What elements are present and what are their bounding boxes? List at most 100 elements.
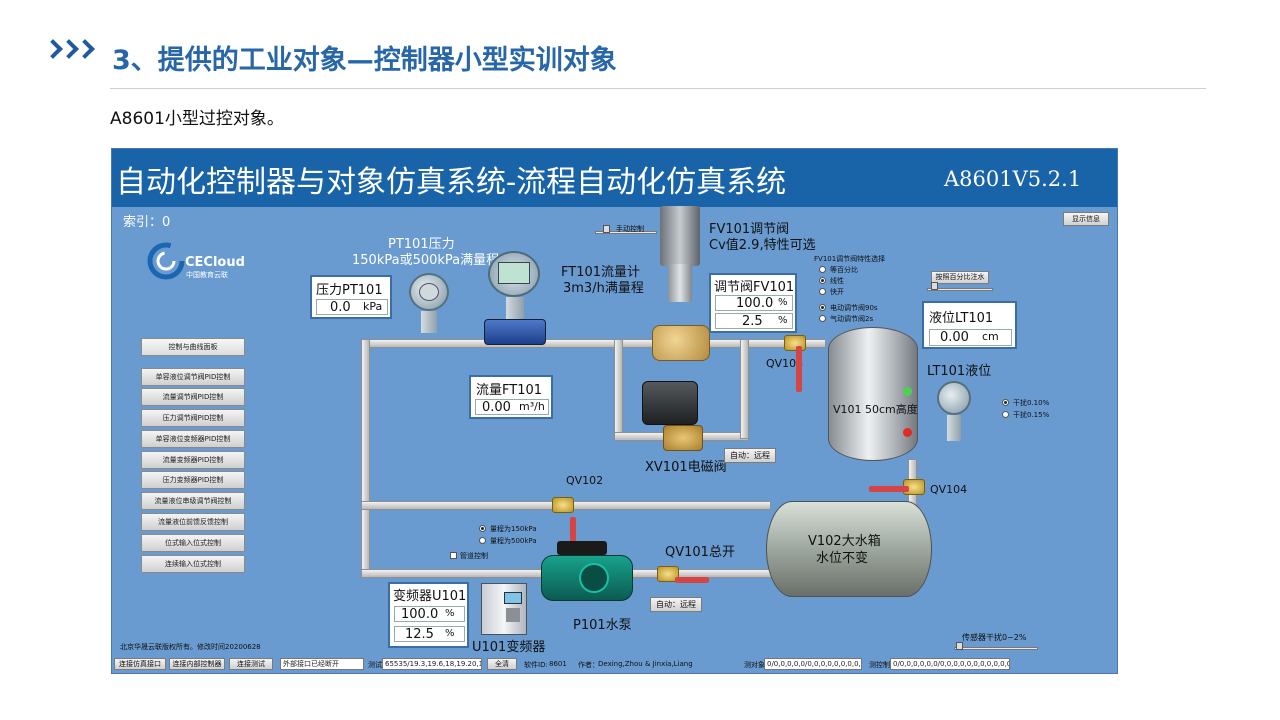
hmi-title: 自动化控制器与对象仿真系统-流程自动化仿真系统 xyxy=(116,165,787,200)
percent-slider[interactable] xyxy=(927,288,993,291)
qv102-valve-icon[interactable] xyxy=(552,497,574,513)
radio-pneumatic-valve[interactable] xyxy=(819,315,826,322)
u101-value2-cell: 12.5 % xyxy=(394,626,465,642)
clear-all-button[interactable]: 全清 xyxy=(487,658,517,670)
control-panel-header[interactable]: 控制与曲线面板 xyxy=(141,338,245,356)
fv101-actuator-icon xyxy=(660,206,700,266)
qv103-valve-icon[interactable] xyxy=(784,335,806,351)
lt101-value-cell: 0.00 cm xyxy=(929,329,1012,346)
lt101-caption: LT101液位 xyxy=(927,364,992,379)
index-label: 索引：0 xyxy=(123,215,171,230)
lt101-panel-title: 液位LT101 xyxy=(929,311,994,326)
show-info-button[interactable]: 显示信息 xyxy=(1063,212,1109,226)
ft101-value-cell: 0.00 m³/h xyxy=(475,399,549,415)
pt101-unit: kPa xyxy=(363,300,383,313)
btn-flow-valve-pid[interactable]: 流量调节阀PID控制 xyxy=(141,388,245,406)
label-noise-015: 干扰0.15% xyxy=(1013,411,1050,419)
btn-onoff-input-onoff[interactable]: 位式输入位式控制 xyxy=(141,534,245,552)
btn-pressure-vfd-pid[interactable]: 压力变频器PID控制 xyxy=(141,471,245,489)
copyright-text: 北京华晟云联版权所有。修改时间20200628 xyxy=(120,643,261,651)
v101-level-indicator-high-icon xyxy=(903,387,912,396)
xv101-mode-button[interactable]: 自动：远程 xyxy=(724,448,776,463)
slide-subtitle: A8601小型过控对象。 xyxy=(110,109,284,129)
sensor-noise-slider[interactable] xyxy=(954,647,1038,650)
btn-flow-vfd-pid[interactable]: 流量变频器PID控制 xyxy=(141,451,245,469)
btn-single-level-vfd-pid[interactable]: 单容液位变频器PID控制 xyxy=(141,430,245,448)
pipe-top-main xyxy=(361,339,826,348)
qv101-valve-icon[interactable] xyxy=(657,566,679,582)
u101-vfd-icon xyxy=(481,583,527,635)
fill-by-percent-button[interactable]: 按照百分比注水 xyxy=(931,271,989,284)
lt101-value: 0.00 xyxy=(940,330,969,345)
percent-slider-handle[interactable] xyxy=(931,282,938,290)
pipe-control-label: 管道控制 xyxy=(460,552,488,560)
u101-value2: 12.5 xyxy=(405,627,434,642)
test-label: 测试 xyxy=(368,661,382,669)
qv102-handle-icon[interactable] xyxy=(570,517,576,553)
lt101-panel: 液位LT101 0.00 cm xyxy=(922,301,1017,349)
xv101-body-icon xyxy=(663,425,703,451)
pt101-value-cell: 0.0 kPa xyxy=(316,299,388,315)
ft101-panel-title: 流量FT101 xyxy=(476,383,543,398)
pt101-transmitter-icon xyxy=(409,273,449,333)
manual-control-slider[interactable] xyxy=(595,231,657,234)
btn-continuous-input-onoff[interactable]: 连续输入位式控制 xyxy=(141,555,245,573)
hmi-banner: 自动化控制器与对象仿真系统-流程自动化仿真系统 A8601V5.2.1 xyxy=(112,149,1117,207)
btn-flow-level-cascade[interactable]: 流量液位串级调节阀控制 xyxy=(141,492,245,510)
radio-range-500[interactable] xyxy=(479,537,486,544)
control-input[interactable]: 0/0,0,0,0,0,0/0,0,0,0,0,0,0,0,0,0,0,0 xyxy=(890,658,1010,670)
logo-name: CECloud xyxy=(185,255,245,270)
manual-control-handle[interactable] xyxy=(603,225,610,233)
fv101-yoke-icon xyxy=(668,264,692,302)
label-electric-valve: 电动调节阀90s xyxy=(830,304,878,312)
radio-quick-open[interactable] xyxy=(819,288,826,295)
fv101-panel: 调节阀FV101 100.0 % 2.5 % xyxy=(709,273,797,333)
qv101-caption: QV101总开 xyxy=(665,545,735,560)
v101-level-indicator-low-icon xyxy=(903,428,912,437)
fv101-value1-cell: 100.0 % xyxy=(715,295,793,311)
u101-value1-cell: 100.0 % xyxy=(394,606,465,622)
p101-pump-icon xyxy=(541,541,633,611)
qv101-mode-button[interactable]: 自动：远程 xyxy=(650,597,702,612)
radio-equal-percent[interactable] xyxy=(819,266,826,273)
pipe-control-checkbox[interactable] xyxy=(450,552,457,559)
connect-internal-button[interactable]: 连接内部控制器 xyxy=(169,658,225,670)
cecloud-logo-icon xyxy=(147,242,185,280)
manual-control-label: 手动控制 xyxy=(616,225,644,233)
ft101-unit: m³/h xyxy=(519,400,545,413)
test-input[interactable]: 65535/19.3,19.6,18,19.20,19/7,6 xyxy=(382,658,482,670)
label-linear: 线性 xyxy=(830,277,844,285)
v102-line1: V102大水箱 xyxy=(808,534,881,549)
btn-flow-level-feedforward[interactable]: 流量液位前馈反馈控制 xyxy=(141,513,245,531)
radio-noise-015[interactable] xyxy=(1002,411,1009,418)
measure-input[interactable]: 0/0,0,0,0,0/0,0,0,0,0,0,0,0,0,0,0 xyxy=(764,658,862,670)
qv104-handle-icon[interactable] xyxy=(869,486,909,492)
radio-range-150[interactable] xyxy=(479,525,486,532)
measure-label: 测对象 xyxy=(744,661,765,669)
btn-single-level-valve-pid[interactable]: 单容液位调节阀PID控制 xyxy=(141,368,245,386)
connect-test-button[interactable]: 连接测试 xyxy=(229,658,273,670)
slide-title: 3、提供的工业对象—控制器小型实训对象 xyxy=(112,45,617,76)
v101-label: V101 50cm高度 xyxy=(833,403,918,416)
hmi-version: A8601V5.2.1 xyxy=(944,167,1082,191)
fv101-body-icon xyxy=(652,325,710,361)
u101-unit1: % xyxy=(445,608,455,619)
qv101-handle-icon[interactable] xyxy=(675,577,709,583)
connect-sim-button[interactable]: 连接仿真接口 xyxy=(114,658,166,670)
sensor-noise-handle[interactable] xyxy=(956,642,963,650)
radio-noise-010[interactable] xyxy=(1002,399,1009,406)
fv101-panel-title: 调节阀FV101 xyxy=(714,280,795,295)
radio-electric-valve[interactable] xyxy=(819,304,826,311)
u101-value1: 100.0 xyxy=(401,607,439,622)
lt101-unit: cm xyxy=(982,330,999,343)
xv101-solenoid-icon xyxy=(642,381,698,425)
software-id-label: 软件ID: xyxy=(524,661,548,669)
radio-linear[interactable] xyxy=(819,277,826,284)
pt101-panel-title: 压力PT101 xyxy=(316,283,383,298)
pipe-bypass-left xyxy=(614,339,623,439)
label-quick-open: 快开 xyxy=(830,288,844,296)
qv103-handle-icon[interactable] xyxy=(796,346,802,392)
qv102-label: QV102 xyxy=(566,474,604,487)
label-range-150: 量程为150kPa xyxy=(490,525,537,533)
btn-pressure-valve-pid[interactable]: 压力调节阀PID控制 xyxy=(141,409,245,427)
